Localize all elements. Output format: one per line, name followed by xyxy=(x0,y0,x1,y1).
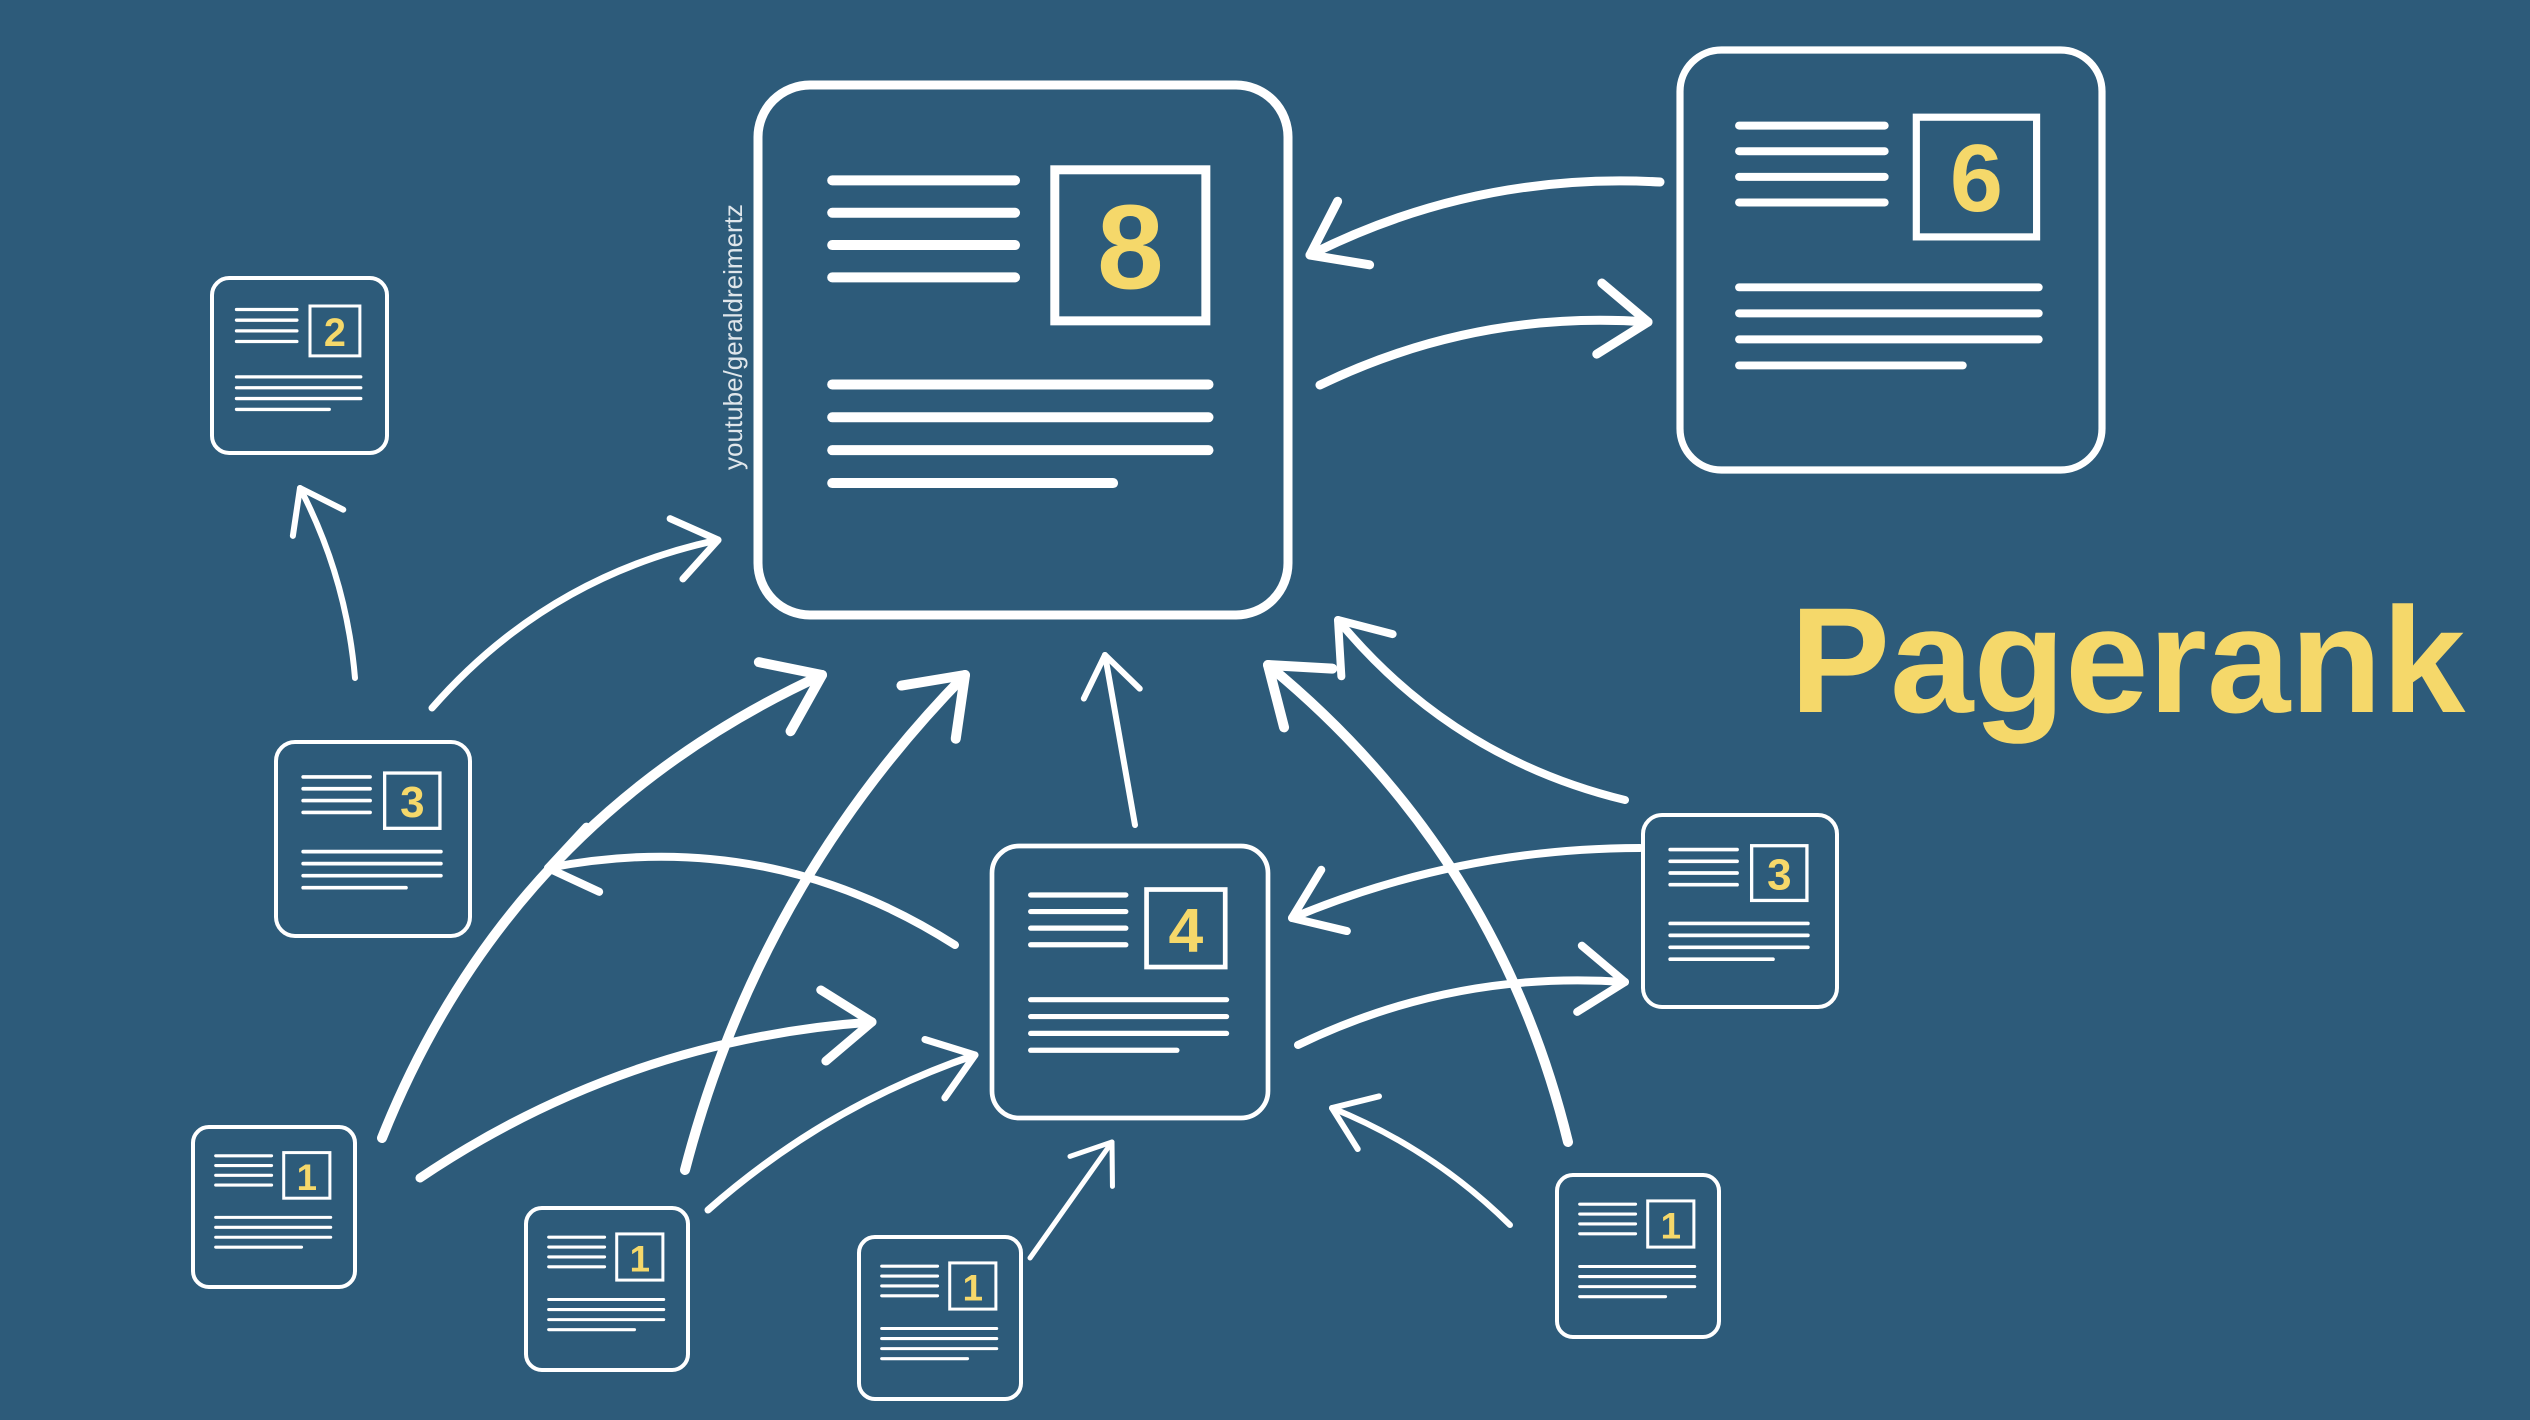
arrow-shaft xyxy=(1315,315,1653,390)
arrow-shaft xyxy=(544,852,959,949)
arrow-shaft xyxy=(415,1017,877,1183)
page-frame xyxy=(857,1235,1023,1401)
page-card-main: 8 xyxy=(753,80,1293,620)
arrow-head xyxy=(1573,941,1629,1016)
link-arrow-bottom-4-to-main xyxy=(1263,660,1573,1147)
arrow-head xyxy=(1305,196,1375,270)
rank-box xyxy=(1646,1199,1696,1249)
arrow-shaft xyxy=(428,536,722,712)
page-card-left-mid: 3 xyxy=(274,740,472,938)
page-card-bottom-4: 1 xyxy=(1555,1173,1721,1339)
arrow-shaft xyxy=(1027,1139,1115,1261)
page-frame xyxy=(1555,1173,1721,1339)
arrow-head xyxy=(1288,865,1351,936)
link-arrow-bottom-1-to-center xyxy=(415,985,877,1183)
link-arrow-bottom-2-to-center xyxy=(704,1036,979,1214)
arrow-head xyxy=(289,485,347,539)
arrow-shaft xyxy=(680,670,970,1175)
link-arrow-main-to-topright xyxy=(1315,278,1653,390)
rank-value: 1 xyxy=(963,1268,983,1309)
arrow-head xyxy=(1334,616,1397,681)
rank-box xyxy=(382,771,442,830)
arrow-shaft xyxy=(1102,652,1138,828)
page-card-left-small: 2 xyxy=(210,276,389,455)
watermark-text: youtube/geraldreimertz xyxy=(718,204,748,470)
page-card-bottom-1: 1 xyxy=(191,1125,357,1289)
arrow-head xyxy=(816,985,877,1066)
rank-value: 3 xyxy=(400,778,424,827)
page-card-topright: 6 xyxy=(1676,46,2106,474)
rank-box xyxy=(948,1261,998,1311)
page-frame xyxy=(1641,813,1839,1009)
link-arrow-center-to-main xyxy=(1080,652,1143,828)
rank-value: 1 xyxy=(297,1157,317,1198)
rank-value: 6 xyxy=(1950,126,2003,232)
link-arrow-bottom-2-to-main xyxy=(680,670,970,1175)
arrow-head xyxy=(1592,278,1653,359)
web-pages: 8 6 2 3 4 3 1 1 1 1 xyxy=(191,46,2106,1401)
rank-value: 1 xyxy=(630,1239,650,1280)
arrow-head xyxy=(1080,652,1143,702)
page-frame xyxy=(274,740,472,938)
rank-box xyxy=(1050,165,1211,326)
arrow-head xyxy=(666,515,722,583)
link-arrow-left-mid-to-main xyxy=(428,515,722,712)
link-arrow-center-to-right-mid xyxy=(1294,941,1629,1049)
page-card-center: 4 xyxy=(989,843,1271,1121)
arrow-head xyxy=(1263,660,1338,733)
rank-box xyxy=(282,1151,332,1200)
link-arrow-bottom-1-to-main xyxy=(377,657,827,1143)
link-arrow-bottom-4-to-center xyxy=(1329,1093,1513,1228)
page-card-right-mid: 3 xyxy=(1641,813,1839,1009)
link-arrow-topright-to-main xyxy=(1305,176,1665,270)
page-frame xyxy=(1676,46,2106,474)
arrow-head xyxy=(753,657,827,737)
arrow-shaft xyxy=(1329,1105,1513,1228)
arrow-head xyxy=(896,670,970,744)
diagram-title: Pagerank xyxy=(1790,576,2466,744)
rank-value: 8 xyxy=(1097,180,1164,314)
rank-box xyxy=(615,1232,665,1282)
link-arrow-right-mid-to-main xyxy=(1334,616,1629,804)
page-frame xyxy=(210,276,389,455)
page-frame xyxy=(989,843,1271,1121)
rank-value: 2 xyxy=(324,311,346,355)
arrow-head xyxy=(921,1036,979,1102)
arrow-shaft xyxy=(1288,844,1644,922)
rank-value: 3 xyxy=(1767,851,1791,900)
page-card-bottom-2: 1 xyxy=(524,1206,690,1372)
rank-box xyxy=(1749,844,1809,903)
rank-box xyxy=(1912,113,2041,241)
arrow-shaft xyxy=(377,670,827,1143)
rank-value: 1 xyxy=(1661,1206,1681,1247)
rank-box xyxy=(308,304,362,358)
arrow-shaft xyxy=(1305,176,1665,260)
link-arrow-bottom-3-to-center xyxy=(1027,1139,1115,1261)
rank-box xyxy=(1144,887,1228,970)
arrow-shaft xyxy=(1334,616,1629,804)
page-card-bottom-3: 1 xyxy=(857,1235,1023,1401)
arrow-shaft xyxy=(1294,976,1629,1049)
link-arrows xyxy=(289,176,1665,1261)
link-arrow-right-mid-to-center xyxy=(1288,844,1644,936)
rank-value: 4 xyxy=(1169,895,1204,965)
arrow-shaft xyxy=(704,1051,979,1214)
arrow-shaft xyxy=(1263,660,1573,1147)
page-frame xyxy=(524,1206,690,1372)
page-frame xyxy=(191,1125,357,1289)
arrow-shaft xyxy=(297,485,358,681)
page-frame xyxy=(753,80,1293,620)
arrow-head xyxy=(1067,1139,1115,1189)
arrow-head xyxy=(1329,1093,1382,1153)
link-arrow-left-mid-to-left-small xyxy=(289,485,358,681)
